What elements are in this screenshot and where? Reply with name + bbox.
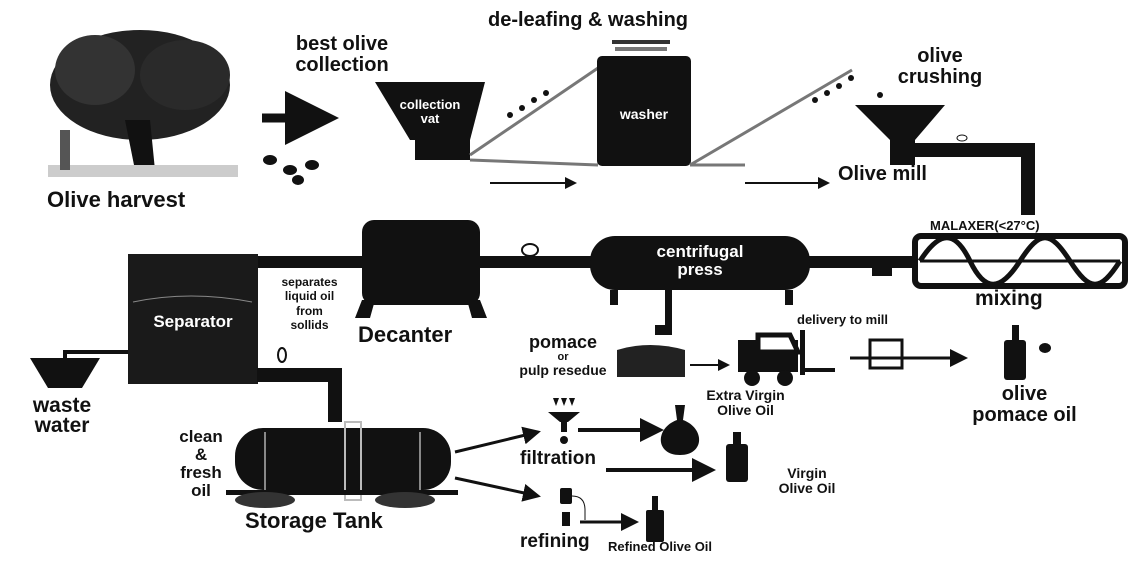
label-line: collection [295,54,389,76]
olive-mill-label: Olive mill [838,163,927,185]
label-line: sollids [290,318,329,333]
malaxer-icon [912,233,1128,289]
label-line: olive [917,45,963,67]
label-line: oil [191,480,211,500]
label-line: Olive Oil [778,479,836,496]
olive-tree-icon [48,30,238,177]
separator-label: Separator [153,312,233,331]
conveyor-belt [689,68,853,167]
filtration-label: filtration [520,448,596,469]
label-line: liquid oil [284,289,335,304]
label-line: water [34,413,90,437]
virgin-bottle-icon [726,432,748,482]
decanter-icon [355,220,487,318]
refining-label: refining [520,531,590,552]
label-line: clean [179,427,223,446]
refining-icon [560,488,586,526]
storage-tank-icon [226,421,458,508]
conveyor-belt [469,66,599,157]
olive-dots [812,75,883,103]
waste-water-basin [30,358,100,388]
filter-icon [548,398,580,444]
flow-arrow [454,476,541,502]
olive-mill-icon [855,105,945,165]
label-line: or [557,350,569,363]
storage-tank-label: Storage Tank [245,508,383,533]
delivery-to-mill-label: delivery to mill [797,312,889,327]
label-line: olive [1001,383,1048,405]
conveyor-base [469,158,599,167]
centrifugal-press-icon [590,236,810,335]
decanter-label: Decanter [358,322,453,347]
washer-machine [597,56,691,166]
extra-virgin-flask-icon [660,405,700,455]
label-line: waste [32,394,92,417]
label-line: Virgin [787,465,827,481]
refined-olive-oil-label: Refined Olive Oil [608,539,713,554]
washer-label: washer [619,106,669,122]
pomace-pile [617,345,685,377]
pomace-oil-bottle-icon [1004,325,1051,380]
label-line: separates [281,275,338,289]
malaxer-label: MALAXER(<27°C) [930,218,1040,233]
collection-vat-icon [375,82,485,160]
refined-bottle-icon [646,496,664,542]
label-line: fresh [180,462,222,482]
pipe-valve [872,256,892,276]
tank-pipe [257,368,342,422]
olive-dots [507,90,549,118]
label-line: collection [399,97,461,112]
forklift-icon [738,330,904,386]
spray-bar [615,47,667,51]
label-line: centrifugal [656,242,744,261]
label-line: Extra Virgin [706,387,785,403]
mill-pipe [915,143,1035,215]
label-line: Olive Oil [717,401,774,418]
spray-bar [612,40,670,44]
separator-liquid-line [132,295,253,303]
deleafing-washing-label: de-leafing & washing [488,9,689,31]
separator-machine [128,254,258,384]
olive-harvest-label: Olive harvest [47,187,186,212]
pipe-valve [277,347,287,363]
label-line: crushing [897,66,983,88]
flow-arrow [454,426,541,454]
main-pipe [257,256,917,268]
label-line: from [296,303,323,318]
label-line: pulp resedue [519,362,607,379]
label-line: best olive [295,33,389,55]
label-line: pomace [528,332,598,352]
label-line: pomace oil [972,404,1077,426]
waste-pipe [63,350,128,360]
pipe-valve [521,243,539,257]
label-line: vat [420,110,440,126]
pipe-valve [956,134,968,142]
label-line: & [194,444,208,464]
olives-icon [263,155,319,185]
label-line: press [677,259,723,279]
mixing-label: mixing [975,287,1043,310]
